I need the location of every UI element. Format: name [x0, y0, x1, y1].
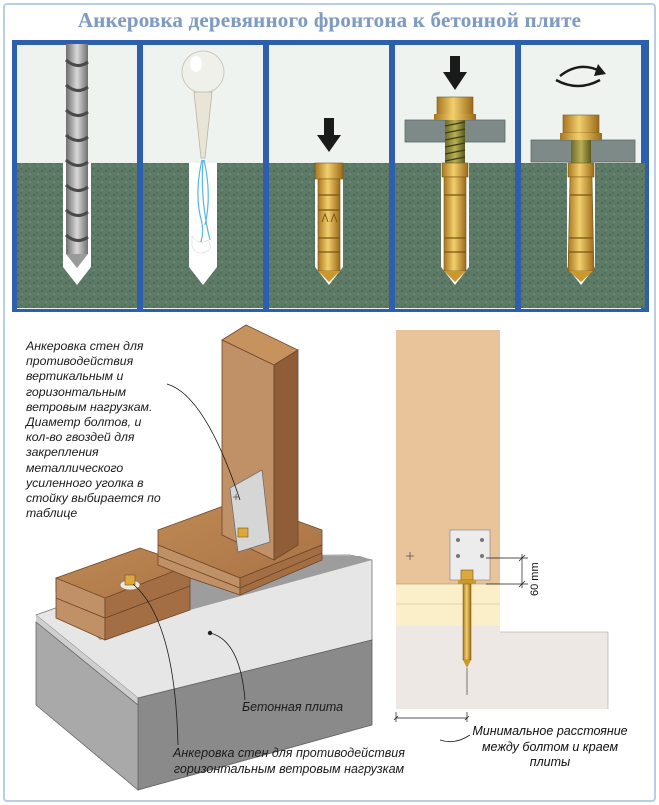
callout-line: кол-во гвоздей для: [26, 430, 135, 445]
callout-wall-anchoring: Анкеровка стен для противодействия верти…: [26, 339, 201, 521]
section-anchor-bolt: [458, 569, 476, 695]
callout-line: металлического: [26, 460, 124, 475]
callout-line: противодействия: [26, 354, 134, 369]
callout-line: усиленного уголка в: [26, 475, 144, 490]
callout-line: горизонтальным ветровым нагрузкам: [173, 762, 405, 776]
callout-line: плиты: [529, 755, 571, 769]
figure-title: Анкеровка деревянного фронтона к бетонно…: [77, 8, 582, 32]
wood-post: [221, 324, 299, 561]
callout-line: стойку выбирается по: [26, 491, 161, 506]
air-blower-icon: [181, 50, 225, 285]
callout-line: Анкеровка стен для противодействия: [173, 746, 405, 760]
anchor-sleeve-icon: [314, 118, 344, 285]
callout-line: закрепления: [26, 445, 99, 460]
rotate-arrow-icon: [555, 65, 603, 88]
anchor-bolt-icon: [404, 56, 506, 285]
callout-line: Диаметр болтов, и: [26, 415, 142, 430]
dimension-60mm: [486, 554, 528, 588]
callout-line: горизонтальным: [26, 384, 127, 399]
anchor-bolt-head-front: [119, 574, 141, 591]
wood-sill-block-front: [55, 547, 191, 641]
leader-lines: [132, 383, 471, 746]
callout-line: таблице: [26, 506, 78, 521]
dimension-label: 60 mm: [529, 562, 541, 596]
callout-line: ветровым нагрузкам.: [26, 399, 153, 414]
tightened-anchor: [530, 64, 636, 285]
angle-bracket-bolt: [237, 527, 249, 538]
concrete-ground-bands: [17, 163, 645, 308]
drill-bit-icon: [63, 44, 91, 285]
callout-line: вертикальным и: [26, 369, 124, 384]
callout-line: Анкеровка стен для: [26, 339, 144, 353]
callout-horizontal-anchoring: Анкеровка стен для противодействия гориз…: [154, 745, 424, 777]
callout-line: между болтом и краем: [481, 739, 619, 754]
callout-concrete-slab: Бетонная плита: [242, 700, 344, 714]
section-drawing: [393, 330, 609, 722]
edge-distance-dimension: [393, 712, 470, 722]
callout-min-edge-distance: Минимальное расстояние между болтом и кр…: [460, 724, 640, 771]
callout-line: Минимальное расстояние: [472, 724, 628, 738]
